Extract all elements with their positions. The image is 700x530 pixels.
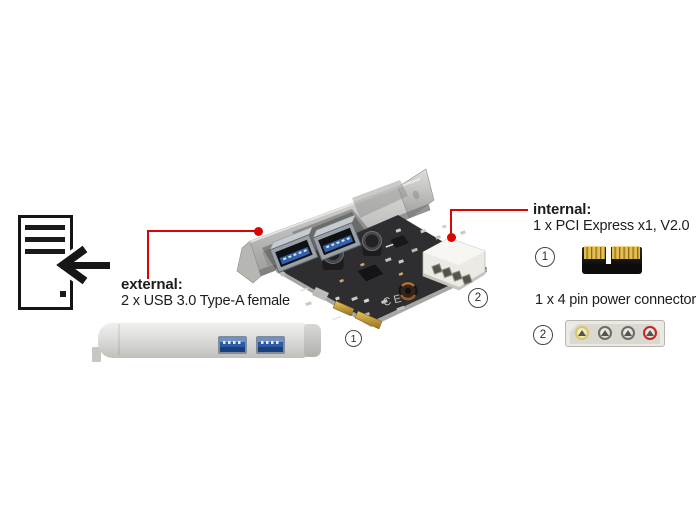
- pcie-connector-thumbnail: [582, 246, 642, 274]
- callout-line-external-v: [147, 229, 150, 279]
- external-label: external: 2 x USB 3.0 Type-A female: [121, 276, 290, 310]
- usb-pins: [223, 341, 242, 344]
- card-marker-power: 2: [468, 288, 488, 308]
- pcie-x1-edge: [332, 300, 383, 330]
- internal-label-title: internal:: [533, 201, 592, 218]
- callout-line-internal-h: [450, 208, 528, 211]
- legend-marker-pcie: 1: [535, 247, 555, 267]
- pc-tower-icon: [10, 205, 128, 323]
- bracket-foot: [92, 347, 101, 362]
- power-label: 1 x 4 pin power connector: [535, 292, 696, 308]
- bracket-end-cap: [304, 324, 321, 357]
- arrow-left-icon: [50, 245, 112, 288]
- usb3-port: [269, 226, 319, 273]
- toroid-coil: [398, 281, 418, 301]
- power-thumb-pin-2: [598, 326, 612, 340]
- pcie-thumb-fingers-left: [584, 246, 605, 259]
- capacitor: [362, 231, 382, 256]
- internal-label-desc: 1 x PCI Express x1, V2.0: [533, 218, 690, 234]
- bracket-side-view: [90, 318, 325, 368]
- external-label-title: external:: [121, 276, 183, 293]
- power-thumb-pin-3: [621, 326, 635, 340]
- internal-label: internal: 1 x PCI Express x1, V2.0: [533, 201, 690, 235]
- power-thumb-pin-4: [643, 326, 657, 340]
- marker-number: 1: [541, 251, 549, 263]
- power-connector-4pin: [422, 237, 486, 291]
- marker-number: 2: [539, 329, 547, 341]
- smd-component: [390, 235, 409, 248]
- pc-tower-slot: [25, 249, 65, 254]
- usb-port-b: [256, 336, 285, 354]
- external-label-desc: 2 x USB 3.0 Type-A female: [121, 293, 290, 309]
- card-marker-pcie: 1: [345, 330, 362, 347]
- power-thumb-housing: [570, 324, 660, 344]
- pc-tower-button: [60, 291, 66, 297]
- legend-marker-power: 2: [533, 325, 553, 345]
- callout-dot-internal: [446, 232, 456, 242]
- bracket-seam: [118, 324, 120, 355]
- usb-pins: [261, 341, 280, 344]
- marker-number: 1: [350, 332, 357, 345]
- pcie-thumb-fingers-right: [612, 246, 640, 259]
- marker-number: 2: [474, 292, 482, 304]
- power-label-desc: 1 x 4 pin power connector: [535, 292, 697, 308]
- usb-port-a: [218, 336, 247, 354]
- power-thumb-pin-1: [575, 326, 589, 340]
- pcie-thumb-key-notch: [606, 246, 611, 264]
- pc-tower-slot: [25, 237, 65, 242]
- usb3-port: [312, 214, 362, 261]
- callout-line-internal-v: [449, 208, 452, 237]
- ce-mark: CE: [382, 292, 406, 309]
- power-connector-thumbnail: [565, 320, 665, 347]
- callout-dot-external: [254, 227, 263, 236]
- controller-chip: [356, 263, 385, 283]
- pc-tower-slot: [25, 225, 65, 230]
- callout-line-external-h: [147, 229, 258, 232]
